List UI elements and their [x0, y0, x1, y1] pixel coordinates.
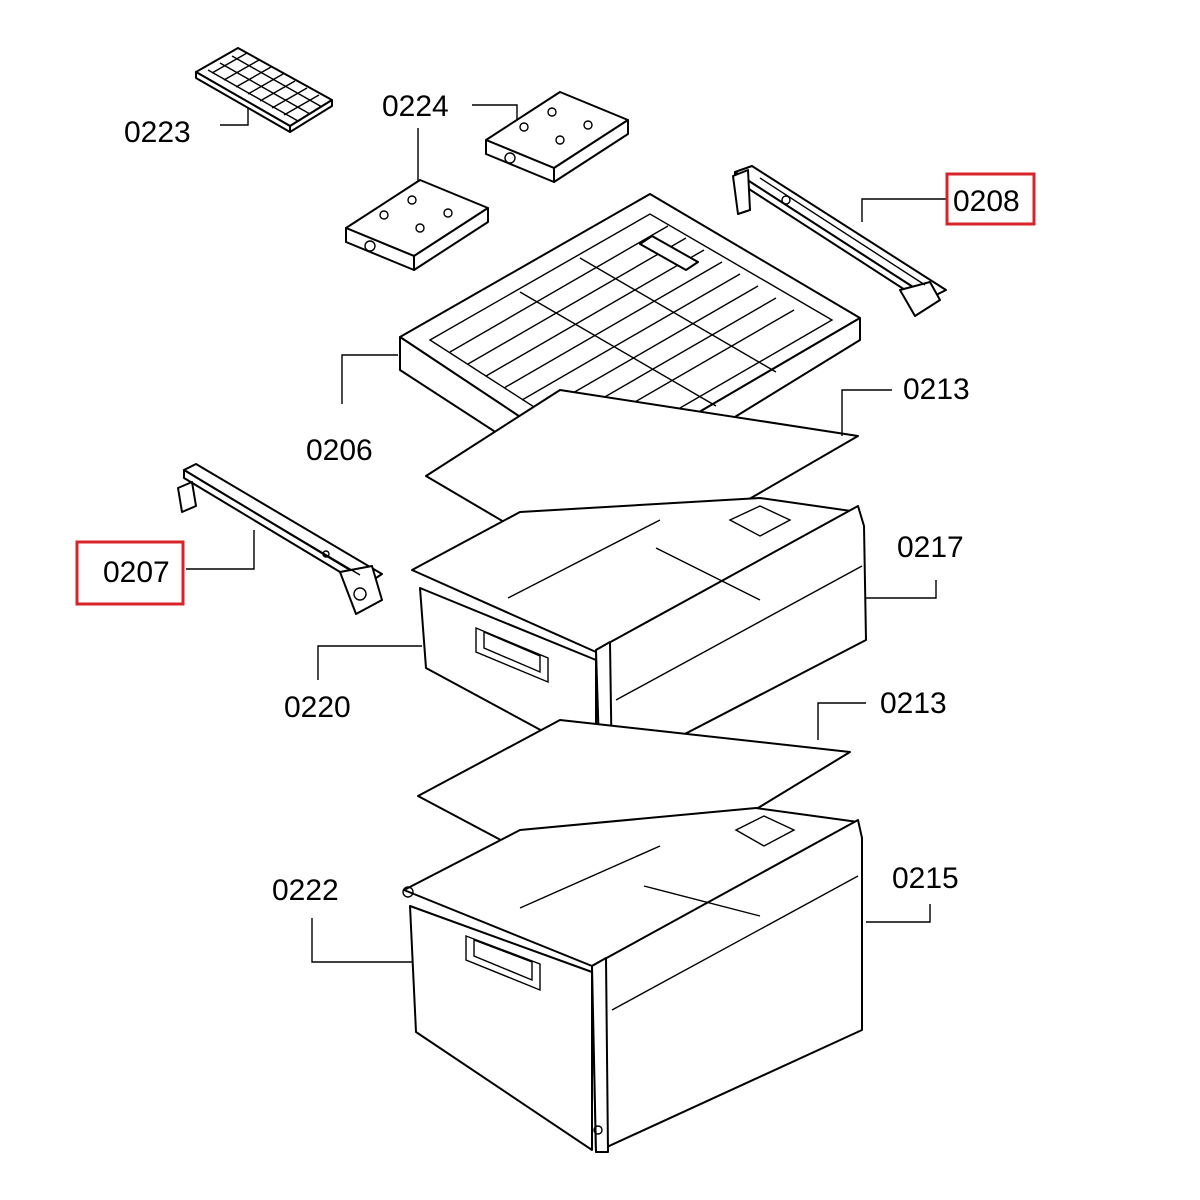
label-0217: 0217: [897, 531, 964, 564]
leader-0215: [866, 904, 931, 923]
label-0215: 0215: [892, 862, 959, 895]
leader-0213-lower: [817, 702, 866, 740]
middle-drawer[interactable]: [411, 497, 867, 779]
label-0207: 0207: [103, 556, 170, 589]
label-0223: 0223: [124, 116, 191, 149]
label-0220: 0220: [284, 691, 351, 724]
leader-0206: [341, 354, 398, 404]
drawer-rail-right[interactable]: [732, 165, 947, 317]
leader-0208: [861, 198, 948, 222]
leader-0224-a: [472, 104, 518, 120]
leader-0213-upper: [841, 389, 892, 436]
leader-0217: [866, 580, 937, 599]
label-0224: 0224: [382, 90, 449, 123]
bottom-drawer[interactable]: [402, 807, 863, 1153]
label-0208: 0208: [953, 185, 1020, 218]
highlight-box-0207: [75, 540, 185, 606]
highlight-box-0208: [945, 172, 1036, 226]
leader-0207: [186, 530, 255, 570]
label-0206: 0206: [306, 434, 373, 467]
leader-0222: [311, 918, 412, 963]
label-0213-upper: 0213: [903, 373, 970, 406]
cold-pack-lower[interactable]: [345, 179, 489, 271]
drawer-rail-left[interactable]: [177, 463, 383, 615]
cold-pack-upper[interactable]: [485, 91, 629, 183]
ice-cube-tray[interactable]: [195, 47, 333, 133]
label-0213-lower: 0213: [880, 687, 947, 720]
leader-0223: [220, 108, 249, 126]
leader-0220: [317, 645, 422, 680]
label-0222: 0222: [272, 874, 339, 907]
